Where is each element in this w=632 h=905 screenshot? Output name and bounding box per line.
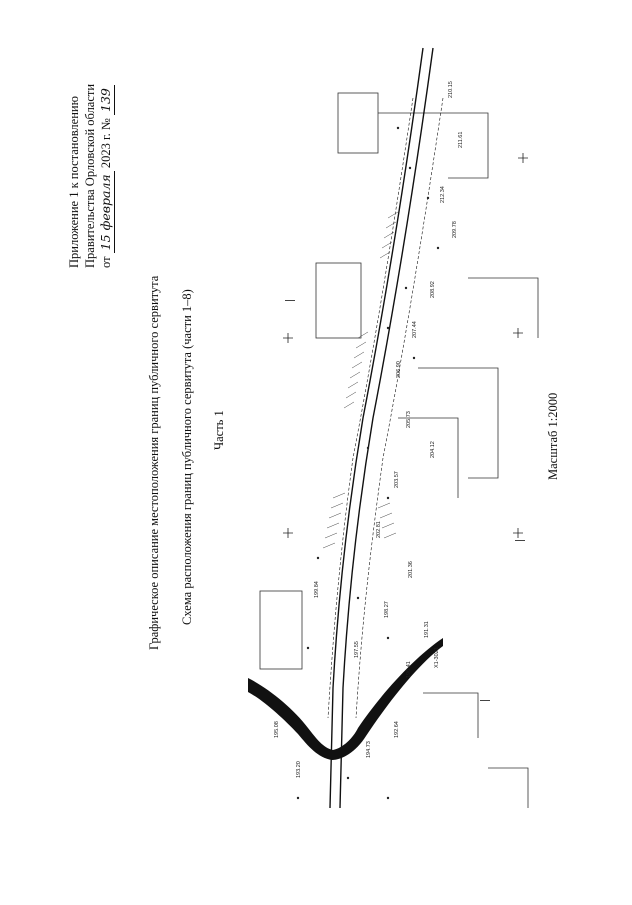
map-label: 197.55 [354,641,360,658]
document-subtitle: Схема расположения границ публичного сер… [180,289,194,625]
survey-map: 210.15 211.61 212.34 209.78 208.92 207.4… [238,38,558,838]
map-label: 211.61 [458,132,464,148]
map-label: 207.44 [412,321,418,338]
map-label: 194.73 [366,741,372,758]
parcel-4 [468,277,539,338]
stream [248,638,443,760]
survey-map-svg: 210.15 211.61 212.34 209.78 208.92 207.4… [248,47,539,809]
map-label: 192.64 [394,721,400,738]
terrain-hatching [322,211,399,549]
annex-from: от [99,256,113,268]
annex-year: 2023 г. № [99,118,113,169]
annex-block: Приложение 1 к постановлению Правительст… [66,84,115,268]
crop-mark [515,540,525,541]
parcel-2 [378,112,489,179]
map-label: 195.08 [274,721,280,738]
annex-line-1: Приложение 1 к постановлению [67,96,81,268]
parcel-5 [418,367,499,479]
map-label: 206.90 [396,361,402,378]
parcel-8 [423,692,479,738]
map-label: 201.36 [408,561,414,578]
map-label: 209.78 [452,221,458,238]
parcel-3 [315,262,362,339]
map-label: 193.20 [296,761,302,778]
parcel-outlines [259,92,539,808]
survey-points [296,126,440,800]
annex-number-handwritten: 139 [98,85,115,115]
map-label: 204.12 [430,441,436,458]
map-label: 191.31 [424,621,430,638]
map-label: 203.57 [394,471,400,488]
map-label: 202.81 [376,521,382,538]
parcel-1 [337,92,379,154]
part-label: Часть 1 [212,410,226,450]
map-label: X1-3021 [434,647,440,668]
parcel-9 [488,767,529,808]
parcel-6 [259,590,303,670]
map-label: 199.84 [314,581,320,598]
map-label: 210.15 [448,81,454,98]
map-label: 196.41 [406,661,412,678]
map-label: 208.92 [430,281,436,298]
map-label: 198.27 [384,601,390,618]
road-corridor [327,47,444,809]
map-label-group: 210.15 211.61 212.34 209.78 208.92 207.4… [274,81,464,778]
annex-line-2: Правительства Орловской области [83,83,97,268]
map-label: 205.73 [406,411,412,428]
document-title: Графическое описание местоположения гран… [147,275,161,650]
annex-line-3: от 15 февраля 2023 г. № 139 [98,84,115,268]
crop-mark [480,700,490,701]
annex-date-handwritten: 15 февраля [98,171,115,254]
map-label: 212.34 [440,186,446,203]
parcel-7 [398,417,459,498]
grid-crosses [283,153,528,538]
crop-mark [285,300,295,301]
